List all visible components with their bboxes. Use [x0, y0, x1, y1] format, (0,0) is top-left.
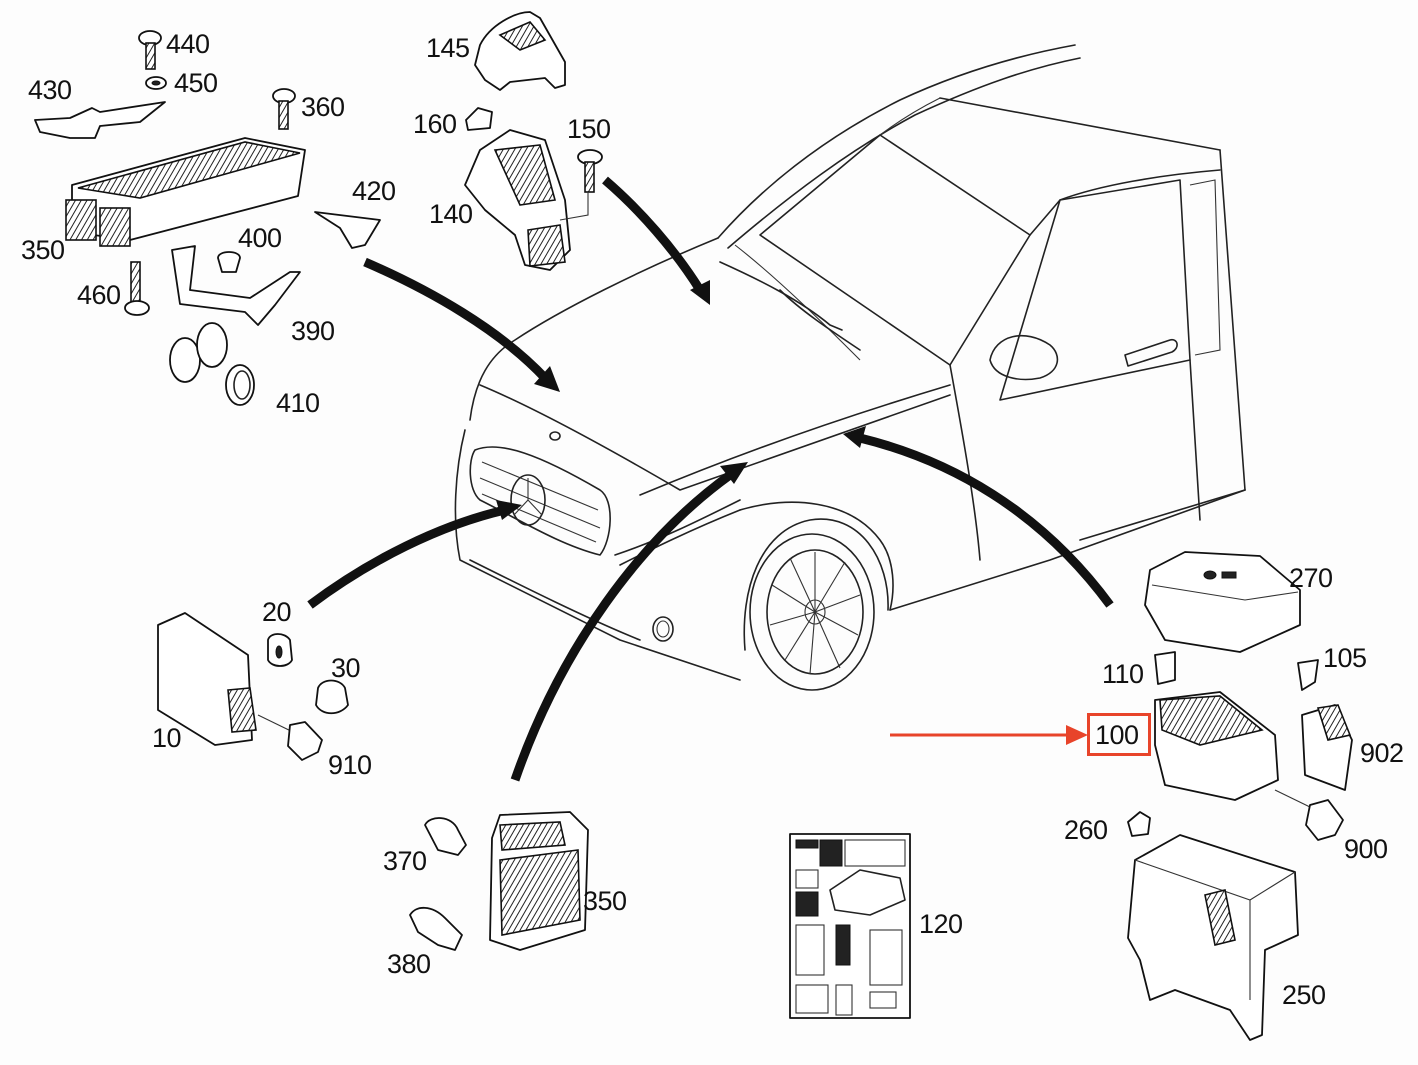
part-label-30[interactable]: 30 [331, 653, 361, 683]
highlight-box [1087, 713, 1151, 756]
part-label-250[interactable]: 250 [1282, 980, 1326, 1010]
part-label-270[interactable]: 270 [1289, 563, 1333, 593]
clip-30-icon [315, 679, 349, 715]
nut-260-icon [1127, 811, 1151, 837]
arrow-bottom-ecu [510, 471, 733, 782]
label-sheet-120-icon [789, 833, 911, 1019]
relay-110-icon [1154, 651, 1176, 685]
fusebox-cover-270-icon [1144, 551, 1301, 653]
part-label-120[interactable]: 120 [919, 909, 963, 939]
top-module-group [464, 11, 603, 271]
upper-left-ecu-group [34, 30, 381, 406]
arrow-upper-left [363, 257, 549, 382]
part-label-370[interactable]: 370 [383, 846, 427, 876]
cover-145-icon [474, 11, 566, 91]
part-label-390[interactable]: 390 [291, 316, 335, 346]
arrow-fusebox [858, 433, 1114, 608]
holder-390-icon [171, 245, 301, 326]
nut-160-icon [465, 107, 493, 131]
part-label-150[interactable]: 150 [567, 114, 611, 144]
part-label-430[interactable]: 430 [28, 75, 72, 105]
part-label-440[interactable]: 440 [166, 29, 210, 59]
part-label-420[interactable]: 420 [352, 176, 396, 206]
pointer-arrows [307, 176, 1114, 782]
part-label-350-upper[interactable]: 350 [21, 235, 65, 265]
part-label-110[interactable]: 110 [1102, 659, 1144, 689]
arrow-top [602, 176, 704, 293]
part-label-105[interactable]: 105 [1323, 643, 1367, 673]
bottom-ecu-group [409, 811, 589, 951]
part-label-900[interactable]: 900 [1344, 834, 1388, 864]
part-label-20[interactable]: 20 [262, 597, 292, 627]
car-illustration [454, 44, 1246, 691]
part-label-910[interactable]: 910 [328, 750, 372, 780]
sensor-group [157, 612, 349, 761]
fastener-380-icon [409, 906, 463, 951]
part-label-160[interactable]: 160 [413, 109, 457, 139]
part-label-460[interactable]: 460 [77, 280, 121, 310]
highlight-arrow [890, 725, 1088, 745]
arrow-left-sensor [307, 505, 507, 609]
part-label-145[interactable]: 145 [426, 33, 470, 63]
part-label-140[interactable]: 140 [429, 199, 473, 229]
part-label-100[interactable]: 100 [1095, 720, 1139, 750]
part-label-380[interactable]: 380 [387, 949, 431, 979]
grommet-400-icon [217, 251, 241, 273]
fuse-box-group [1127, 551, 1353, 1041]
bracket-420-icon [314, 211, 381, 249]
part-label-902[interactable]: 902 [1360, 738, 1404, 768]
fuse-105-icon [1297, 659, 1319, 691]
part-label-10[interactable]: 10 [152, 723, 182, 753]
part-label-450[interactable]: 450 [174, 68, 218, 98]
sensor-10-icon [157, 612, 253, 746]
connector-900-icon [1305, 799, 1344, 841]
part-label-360[interactable]: 360 [301, 92, 345, 122]
part-label-400[interactable]: 400 [238, 223, 282, 253]
part-label-350-lower[interactable]: 350 [583, 886, 627, 916]
connector-910-icon [287, 721, 323, 761]
part-label-410[interactable]: 410 [276, 388, 320, 418]
bracket-430-icon [34, 101, 166, 139]
part-label-260[interactable]: 260 [1064, 815, 1108, 845]
fastener-370-icon [424, 817, 467, 856]
bolt-460-icon [130, 261, 141, 303]
